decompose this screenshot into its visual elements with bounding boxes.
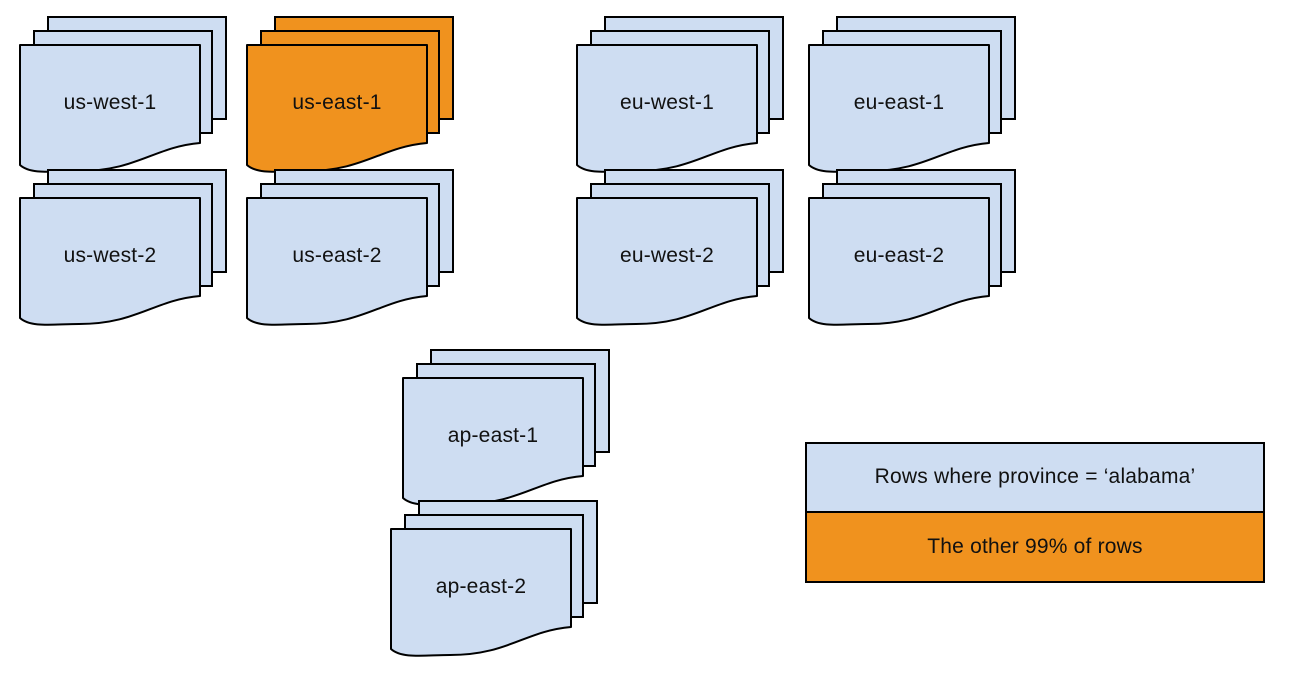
region-stack-ap-east-2: ap-east-2 xyxy=(390,500,600,658)
region-label: eu-east-1 xyxy=(853,91,945,114)
region-label: us-east-2 xyxy=(292,244,382,267)
document-sheet-front xyxy=(19,197,201,326)
region-stack-us-east-1: us-east-1 xyxy=(246,16,456,174)
region-stack-us-west-1: us-west-1 xyxy=(19,16,229,174)
region-stack-eu-east-2: eu-east-2 xyxy=(808,169,1018,327)
legend-row-other-rows: The other 99% of rows xyxy=(807,512,1263,581)
document-sheet-front xyxy=(808,197,990,326)
legend-label: The other 99% of rows xyxy=(927,534,1143,558)
region-stack-us-west-2: us-west-2 xyxy=(19,169,229,327)
region-stack-eu-west-2: eu-west-2 xyxy=(576,169,786,327)
legend: Rows where province = ‘alabama’ The othe… xyxy=(805,442,1265,583)
region-stack-ap-east-1: ap-east-1 xyxy=(402,349,612,507)
region-label: eu-west-1 xyxy=(619,91,714,114)
region-label: us-east-1 xyxy=(292,91,382,114)
region-label: ap-east-1 xyxy=(447,424,539,447)
region-label: eu-east-2 xyxy=(853,244,945,267)
document-sheet-front xyxy=(246,197,428,326)
document-sheet-front xyxy=(576,197,758,326)
region-label: eu-west-2 xyxy=(619,244,714,267)
region-label: ap-east-2 xyxy=(435,575,527,598)
region-stack-eu-west-1: eu-west-1 xyxy=(576,16,786,174)
region-stack-us-east-2: us-east-2 xyxy=(246,169,456,327)
region-label: us-west-1 xyxy=(63,91,157,114)
legend-row-alabama: Rows where province = ‘alabama’ xyxy=(807,444,1263,513)
legend-label: Rows where province = ‘alabama’ xyxy=(874,465,1196,489)
region-label: us-west-2 xyxy=(63,244,157,267)
region-stack-eu-east-1: eu-east-1 xyxy=(808,16,1018,174)
document-sheet-front xyxy=(390,528,572,657)
